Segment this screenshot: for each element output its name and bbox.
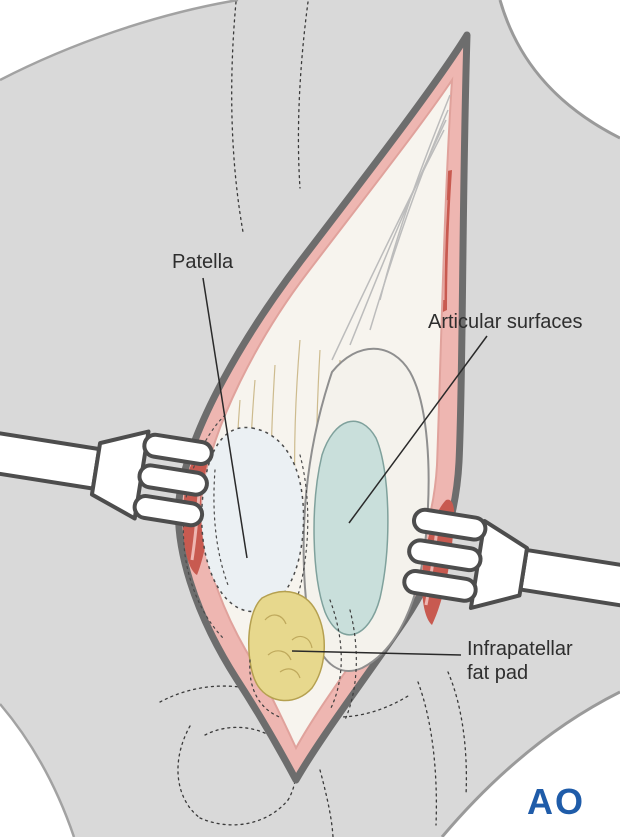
leader-line-patella (202, 277, 248, 559)
patella (200, 426, 305, 613)
leader-line-infrapatellar-fat-pad (291, 650, 462, 656)
fat-pad-lobules (264, 614, 313, 679)
left-retractor-tine (132, 494, 205, 528)
patellar-tendon-dotted (249, 599, 357, 721)
infrapatellar-fat-pad (248, 590, 325, 702)
right-retractor-plate (468, 519, 529, 610)
label-infrapatellar-line2: fat pad (467, 662, 528, 684)
left-retractor-tine (142, 432, 214, 466)
label-infrapatellar-line1: Infrapatellar (467, 638, 573, 660)
right-retractor-tine (402, 568, 478, 603)
leader-line-articular-surfaces (348, 335, 488, 524)
left-retractor-tine (137, 463, 209, 497)
surgical-wound (174, 31, 471, 784)
articular-surface (313, 420, 389, 636)
left-retractor (0, 429, 214, 528)
dotted-quadriceps-contours (231, 1, 309, 233)
right-retractor-tine (407, 538, 483, 573)
left-retractor-plate (89, 429, 151, 521)
right-retractor (402, 507, 620, 610)
label-patella: Patella (172, 251, 234, 273)
label-articular-surfaces: Articular surfaces (428, 311, 583, 333)
leader-lines (202, 277, 488, 656)
right-retractor-tine (412, 507, 488, 542)
ao-logo: AO (527, 781, 585, 822)
quadriceps-tendon-fibers (331, 94, 451, 361)
